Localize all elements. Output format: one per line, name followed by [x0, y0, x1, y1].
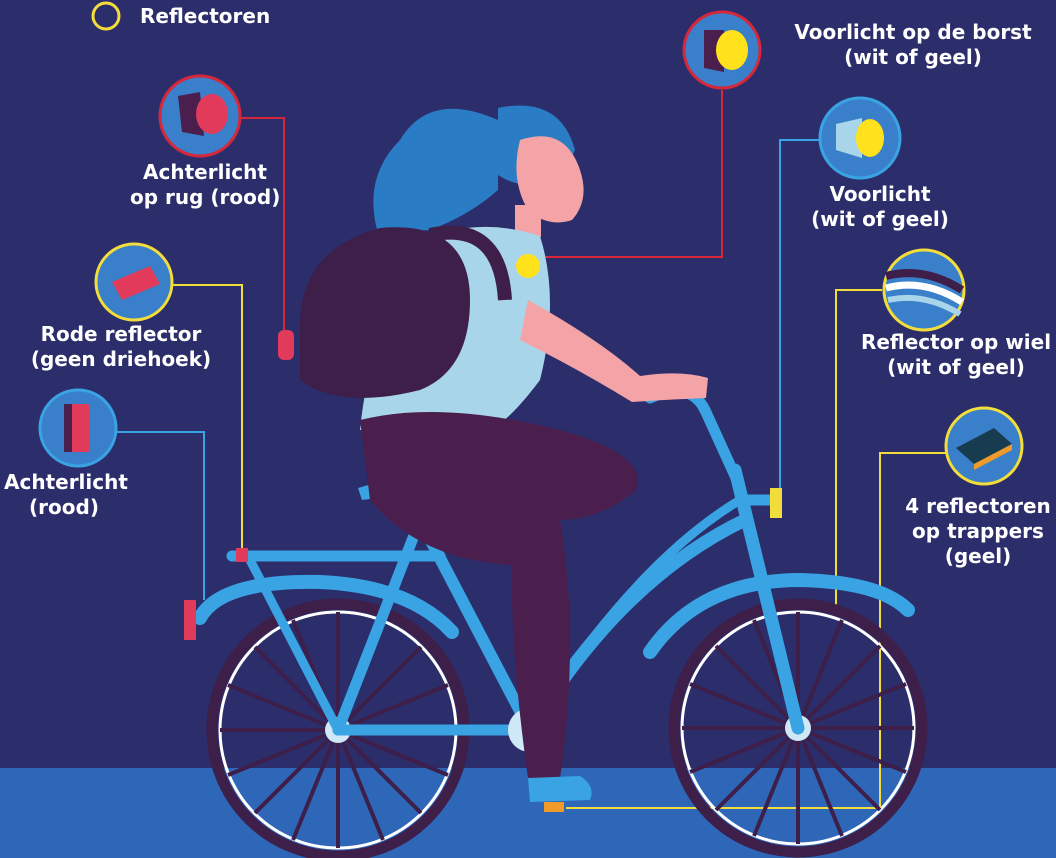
- bike-frame: [193, 385, 915, 737]
- label-chest-light-line2: (wit of geel): [844, 45, 982, 69]
- label-front-light-line1: Voorlicht: [829, 182, 931, 206]
- wheel-reflector-icon: [882, 248, 966, 332]
- label-back-light: Achterlicht op rug (rood): [130, 160, 280, 210]
- label-pedal-reflectors: 4 reflectoren op trappers (geel): [900, 494, 1056, 569]
- connector-lines: [116, 90, 946, 809]
- connector-front-light: [779, 139, 822, 492]
- label-wheel-reflector-line1: Reflector op wiel: [860, 330, 1052, 354]
- label-wheel-reflector-line2: (wit of geel): [887, 355, 1025, 379]
- rider: [278, 105, 708, 812]
- red-reflector-on-rack: [236, 548, 248, 562]
- connector-rear-light: [116, 431, 205, 600]
- connector-back-light: [232, 117, 285, 330]
- label-rear-light-line2: (rood): [29, 495, 99, 519]
- label-rear-light-line1: Achterlicht: [4, 470, 128, 494]
- label-back-light-line2: op rug (rood): [130, 185, 281, 209]
- label-rear-light: Achterlicht (rood): [4, 470, 128, 520]
- front-light-icon: [818, 96, 902, 180]
- label-pedal-reflectors-line2: op trappers: [912, 519, 1044, 543]
- connector-wheel-reflector: [835, 289, 882, 605]
- legend-reflector-ring-icon: [91, 1, 121, 31]
- label-chest-light-line1: Voorlicht op de borst: [794, 20, 1032, 44]
- connector-chest-light: [530, 90, 723, 258]
- legend-label: Reflectoren: [140, 4, 270, 29]
- ground: [0, 768, 1056, 858]
- chest-light-icon: [682, 10, 762, 90]
- label-back-light-line1: Achterlicht: [143, 160, 267, 184]
- red-reflector-icon: [94, 242, 174, 322]
- front-light-on-bike: [770, 488, 782, 518]
- red-light-icon: [158, 74, 242, 158]
- label-red-reflector-line2: (geen driehoek): [30, 347, 212, 371]
- label-front-light-line2: (wit of geel): [811, 207, 949, 231]
- label-chest-light: Voorlicht op de borst (wit of geel): [782, 20, 1044, 70]
- rear-light-on-bike: [184, 600, 196, 640]
- label-red-reflector: Rode reflector (geen driehoek): [18, 322, 224, 372]
- label-pedal-reflectors-line1: 4 reflectoren: [905, 494, 1051, 518]
- rear-light-icon: [38, 388, 118, 468]
- legend-text: Reflectoren: [140, 4, 271, 28]
- connector-red-reflector: [172, 284, 243, 552]
- label-wheel-reflector: Reflector op wiel (wit of geel): [858, 330, 1054, 380]
- label-front-light: Voorlicht (wit of geel): [800, 182, 960, 232]
- pedal-reflector-icon: [944, 406, 1024, 486]
- label-pedal-reflectors-line3: (geel): [944, 544, 1012, 568]
- label-red-reflector-line1: Rode reflector: [40, 322, 202, 346]
